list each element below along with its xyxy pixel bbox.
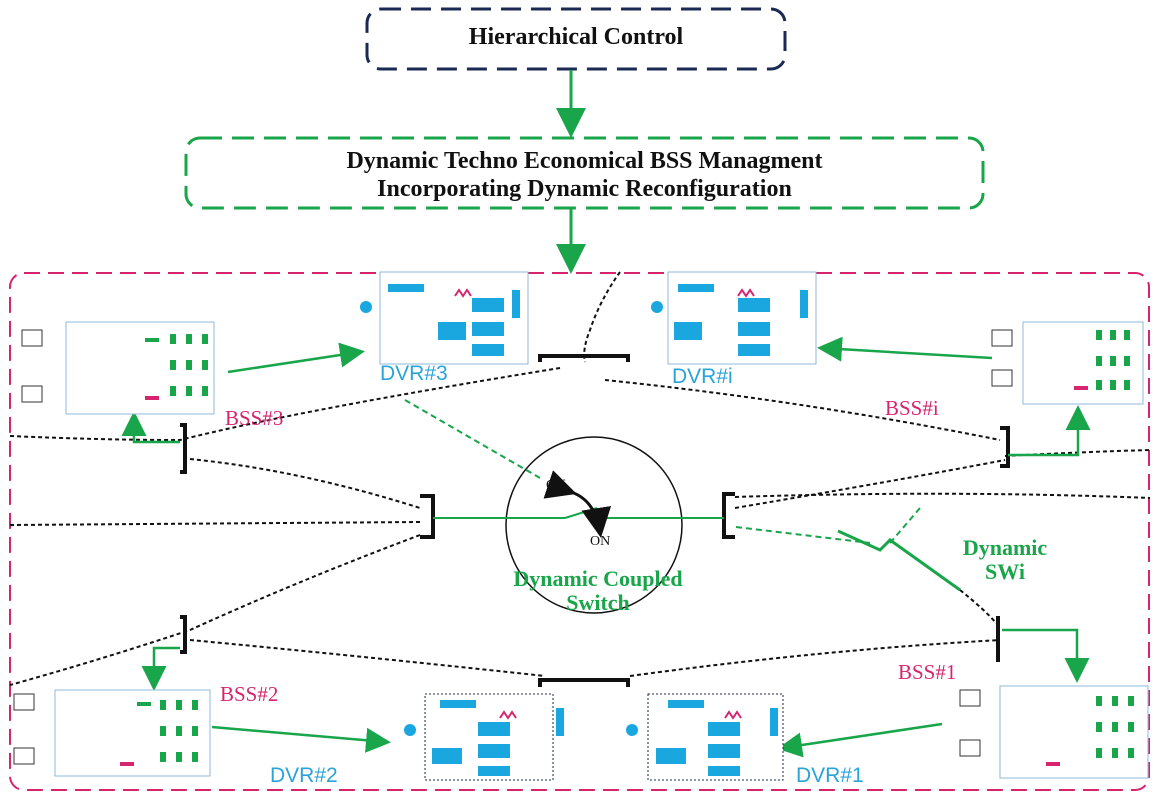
bss-management-line2: Incorporating Dynamic Reconfiguration [377, 176, 792, 202]
dvri-label: DVR#i [672, 365, 733, 388]
bss1-label: BSS#1 [898, 660, 957, 684]
dvr1-panel [626, 693, 784, 781]
dynamic-swi-label-line1: Dynamic [962, 535, 1048, 560]
switch-on-label: ON [590, 534, 611, 549]
dvr3-panel [360, 271, 529, 365]
hierarchical-control-box [365, 7, 787, 71]
arrow-bss2-dvr2 [211, 725, 391, 753]
switch-toggle-arrow [543, 470, 612, 538]
bus-brackets [180, 354, 1010, 687]
hierarchical-control-title: Hierarchical Control [468, 24, 684, 50]
arrow-bus-bss3 [121, 411, 180, 444]
arrow-bss1-dvr1 [777, 722, 943, 758]
swi-dashed-up [889, 507, 921, 544]
feeder-lines [9, 271, 1151, 686]
dvr2-panel [404, 693, 564, 781]
coupled-switch-label-line2: Switch [566, 590, 630, 615]
bss1-panel [959, 685, 1149, 779]
network-boundary [9, 272, 1150, 791]
bss-management-line1: Dynamic Techno Economical BSS Managment [346, 148, 823, 174]
dvr3-label: DVR#3 [380, 362, 448, 385]
arrow-bssi-dvri [817, 336, 993, 362]
bssi-label: BSS#i [885, 396, 939, 420]
bssi-panel [991, 321, 1144, 405]
switch-off-label: Off [546, 478, 566, 493]
control-link-bss3 [404, 399, 541, 479]
arrow-bss3-dvr3 [227, 342, 365, 374]
coupled-switch-label-line1: Dynamic Coupled [513, 566, 683, 591]
arrow-bus-bss2 [141, 646, 180, 691]
bss2-label: BSS#2 [220, 682, 279, 706]
bss3-panel [21, 321, 215, 415]
swi-dashed-feed [735, 526, 871, 544]
arrow-bus-bss1 [1002, 628, 1090, 683]
coupled-switch-circle [505, 436, 683, 614]
dvr2-label: DVR#2 [270, 764, 338, 787]
bss2-panel [13, 689, 211, 777]
bss3-label: BSS#3 [225, 406, 284, 430]
dvri-panel [651, 271, 817, 365]
swi-blade [837, 529, 961, 592]
arrow-bus-bssi [1008, 405, 1091, 457]
dynamic-swi-label-line2: SWi [985, 559, 1025, 584]
dvr1-label: DVR#1 [796, 764, 864, 787]
bss-management-box [184, 136, 985, 210]
